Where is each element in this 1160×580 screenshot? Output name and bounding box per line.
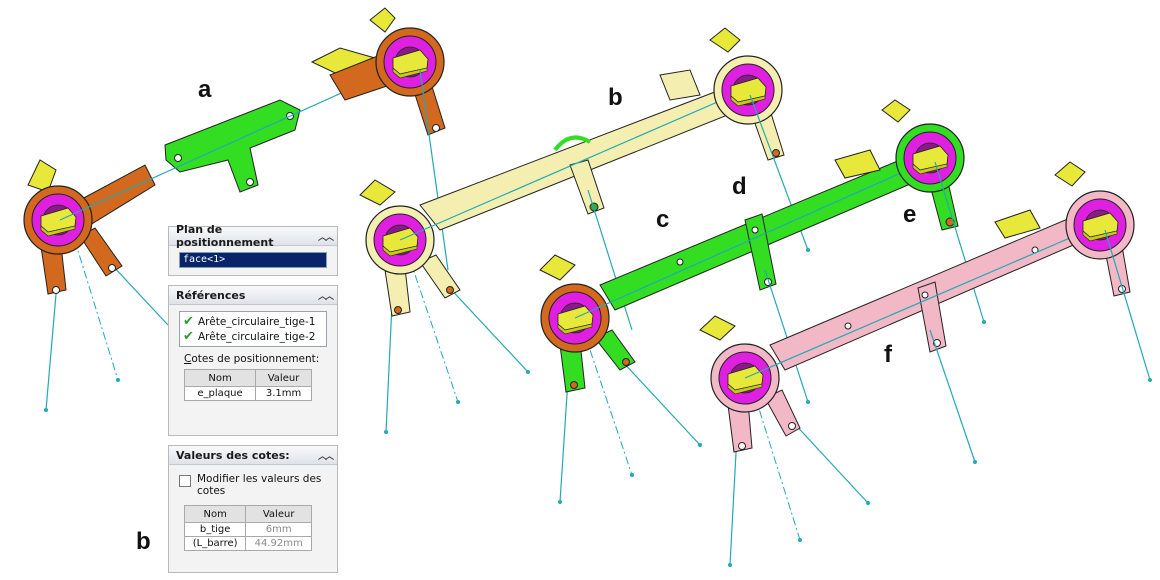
cotes-positionnement-label: Cotes de positionnement: [184, 353, 320, 365]
panel-valeurs: Valeurs des cotes: ︿︿ Modifier les valeu… [168, 445, 338, 573]
label-e: e [903, 201, 917, 228]
panel-valeurs-header[interactable]: Valeurs des cotes: ︿︿ [169, 446, 337, 465]
panel-references-title: Références [176, 288, 246, 302]
cell-nom: e_plaque [183, 386, 257, 401]
reference-label: Arête_circulaire_tige-2 [198, 330, 316, 343]
assembly-a [23, 7, 449, 412]
panel-references: Références ︿︿ ✔ Arête_circulaire_tige-1 … [168, 285, 338, 436]
double-chevron-up-icon[interactable]: ︿︿ [317, 232, 334, 243]
modify-values-checkbox[interactable] [179, 475, 191, 487]
green-check-icon: ✔ [183, 314, 194, 329]
panel-positionnement-header[interactable]: Plan de positionnement ︿︿ [169, 223, 337, 249]
label-a: a [198, 76, 212, 103]
column-header-nom: Nom [183, 369, 257, 387]
label-b: b [608, 84, 623, 111]
references-list[interactable]: ✔ Arête_circulaire_tige-1 ✔ Arête_circul… [179, 311, 327, 347]
table-row[interactable]: (L_barre) 44.92mm [183, 536, 312, 551]
cell-valeur: 6mm [245, 522, 312, 537]
label-b-panel: b [136, 528, 151, 555]
table-row[interactable]: e_plaque 3.1mm [183, 386, 312, 401]
panel-positionnement-title: Plan de positionnement [176, 223, 274, 249]
green-check-icon: ✔ [183, 329, 194, 344]
assembly-f [699, 161, 1152, 567]
label-c: c [656, 206, 670, 233]
face-selection-field[interactable]: face<1> [179, 252, 327, 268]
assembly-cde [539, 99, 986, 504]
valeurs-cotes-table[interactable]: Nom Valeur b_tige 6mm (L_barre) 44.92mm [183, 505, 312, 551]
panel-references-header[interactable]: Références ︿︿ [169, 286, 337, 305]
list-item[interactable]: ✔ Arête_circulaire_tige-1 [183, 314, 323, 329]
column-header-valeur: Valeur [245, 505, 312, 523]
double-chevron-up-icon[interactable]: ︿︿ [317, 451, 334, 462]
assembly-b [359, 27, 810, 434]
column-header-nom: Nom [183, 505, 247, 523]
panel-valeurs-title: Valeurs des cotes: [176, 448, 290, 462]
table-row[interactable]: b_tige 6mm [183, 522, 312, 537]
label-d: d [732, 173, 747, 200]
panel-positionnement: Plan de positionnement ︿︿ face<1> [168, 223, 338, 276]
label-f: f [884, 341, 892, 368]
column-header-valeur: Valeur [255, 369, 312, 387]
modify-values-label: Modifier les valeurs des cotes [197, 473, 322, 497]
cell-nom: (L_barre) [183, 536, 247, 551]
modify-values-option[interactable]: Modifier les valeurs des cotes [179, 473, 327, 497]
cotes-positionnement-table[interactable]: Nom Valeur e_plaque 3.1mm [183, 369, 312, 401]
cell-valeur[interactable]: 3.1mm [255, 386, 312, 401]
cell-nom: b_tige [183, 522, 247, 537]
double-chevron-up-icon[interactable]: ︿︿ [317, 291, 334, 302]
reference-label: Arête_circulaire_tige-1 [198, 315, 316, 328]
list-item[interactable]: ✔ Arête_circulaire_tige-2 [183, 329, 323, 344]
cell-valeur: 44.92mm [245, 536, 312, 551]
